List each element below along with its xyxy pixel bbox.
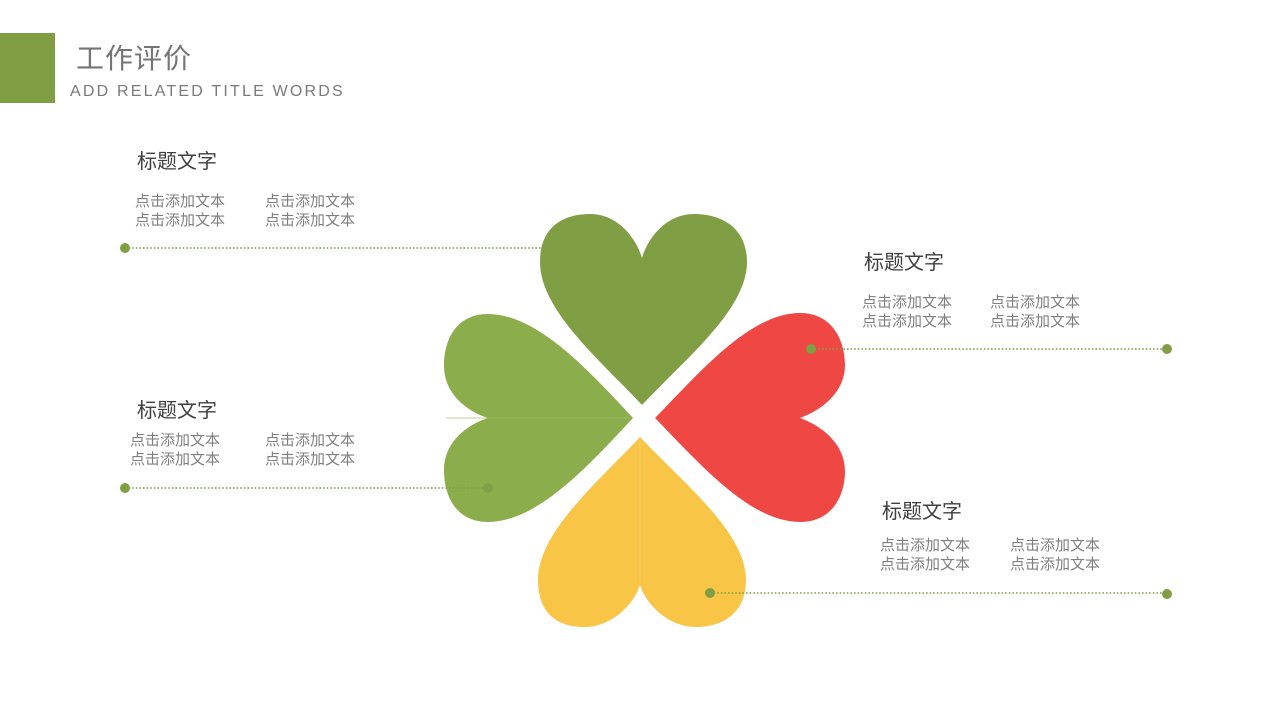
body-text: 点击添加文本 <box>265 211 356 229</box>
leaf-bottom[interactable] <box>538 437 746 627</box>
block-col-1: 点击添加文本 点击添加文本 <box>135 192 225 230</box>
text-block-top-right: 标题文字 点击添加文本 点击添加文本 点击添加文本 点击添加文本 <box>862 246 1080 330</box>
body-text: 点击添加文本 <box>880 536 971 554</box>
body-text: 点击添加文本 <box>880 555 971 573</box>
text-block-middle-left: 标题文字 点击添加文本 点击添加文本 点击添加文本 点击添加文本 <box>130 394 355 468</box>
body-text: 点击添加文本 <box>862 312 953 330</box>
block-title: 标题文字 <box>137 149 217 173</box>
connector-middle-left <box>120 483 493 493</box>
body-text: 点击添加文本 <box>862 293 953 311</box>
body-text: 点击添加文本 <box>135 211 226 229</box>
block-title: 标题文字 <box>137 398 217 422</box>
body-text: 点击添加文本 <box>265 431 356 449</box>
connector-bottom-right <box>705 588 1172 599</box>
block-title: 标题文字 <box>882 499 962 523</box>
connector-top-right <box>806 344 1172 354</box>
body-text: 点击添加文本 <box>1010 555 1101 573</box>
block-col-2: 点击添加文本 点击添加文本 <box>265 431 355 469</box>
block-col-2: 点击添加文本 点击添加文本 <box>265 192 355 230</box>
text-block-top-left: 标题文字 点击添加文本 点击添加文本 点击添加文本 点击添加文本 <box>135 145 355 229</box>
text-block-bottom-right: 标题文字 点击添加文本 点击添加文本 点击添加文本 点击添加文本 <box>880 495 1100 573</box>
block-col-1: 点击添加文本 点击添加文本 <box>862 293 952 331</box>
accent-block <box>0 33 55 103</box>
body-text: 点击添加文本 <box>130 431 221 449</box>
body-text: 点击添加文本 <box>1010 536 1101 554</box>
block-title: 标题文字 <box>864 250 944 274</box>
block-col-1: 点击添加文本 点击添加文本 <box>130 431 220 469</box>
body-text: 点击添加文本 <box>990 312 1081 330</box>
body-text: 点击添加文本 <box>265 192 356 210</box>
page-subtitle: ADD RELATED TITLE WORDS <box>70 83 345 100</box>
body-text: 点击添加文本 <box>265 450 356 468</box>
block-col-2: 点击添加文本 点击添加文本 <box>990 293 1080 331</box>
block-col-2: 点击添加文本 点击添加文本 <box>1010 536 1100 574</box>
body-text: 点击添加文本 <box>990 293 1081 311</box>
page-title: 工作评价 <box>76 42 193 75</box>
body-text: 点击添加文本 <box>130 450 221 468</box>
connector-top-left <box>120 243 545 253</box>
leaf-right[interactable] <box>655 313 845 522</box>
leaf-top[interactable] <box>540 214 747 405</box>
block-col-1: 点击添加文本 点击添加文本 <box>880 536 970 574</box>
body-text: 点击添加文本 <box>135 192 226 210</box>
